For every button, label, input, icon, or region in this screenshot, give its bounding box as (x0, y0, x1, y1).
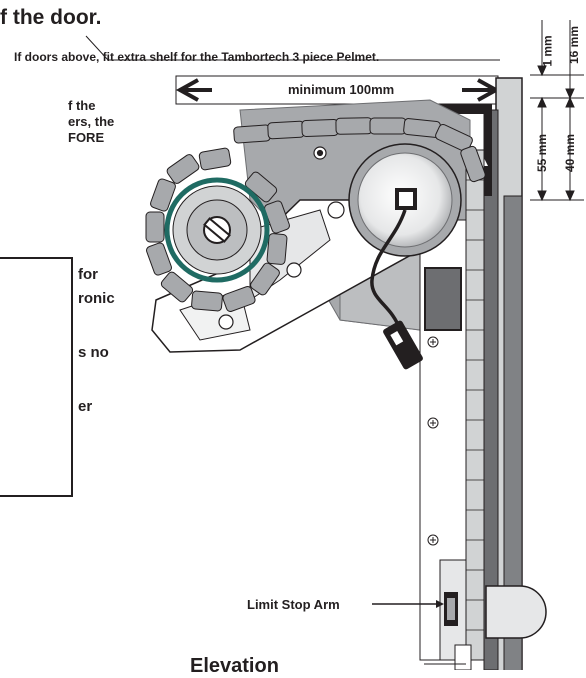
left-sprocket (145, 147, 290, 312)
dim-1mm: 1 mm (540, 35, 555, 67)
warning-line: er (78, 398, 93, 415)
dim-16mm: 16 mm (567, 25, 582, 65)
warning-line: s no (78, 344, 109, 361)
door-panel (503, 195, 523, 670)
motor-cable (370, 209, 407, 331)
screw-holes (218, 146, 345, 330)
warning-box (0, 257, 73, 497)
warning-line: for (78, 266, 98, 283)
figure-caption: Elevation (190, 655, 279, 677)
plus-screws (427, 336, 439, 546)
dim-55mm: 55 mm (535, 133, 550, 173)
instruction-line: f the (68, 98, 96, 113)
warning-line: ronic (78, 290, 115, 307)
min-width-label: minimum 100mm (288, 82, 395, 97)
pelmet-note: If doors above, fit extra shelf for the … (14, 50, 380, 64)
motor-block (424, 267, 462, 331)
chain-links (233, 117, 486, 183)
instruction-line: ers, the (68, 114, 115, 129)
dim-40mm: 40 mm (563, 133, 578, 173)
page-title: f the door. (0, 6, 102, 29)
limit-stop-arm-label: Limit Stop Arm (247, 597, 340, 612)
left-arrowhead-icon (175, 78, 212, 102)
motor-drum (348, 143, 462, 257)
instruction-line: FORE (68, 130, 105, 145)
cable-plug (383, 320, 423, 370)
dimension-ticks (530, 20, 584, 202)
note-leader-line (85, 35, 500, 61)
bottom-roller (485, 585, 547, 639)
